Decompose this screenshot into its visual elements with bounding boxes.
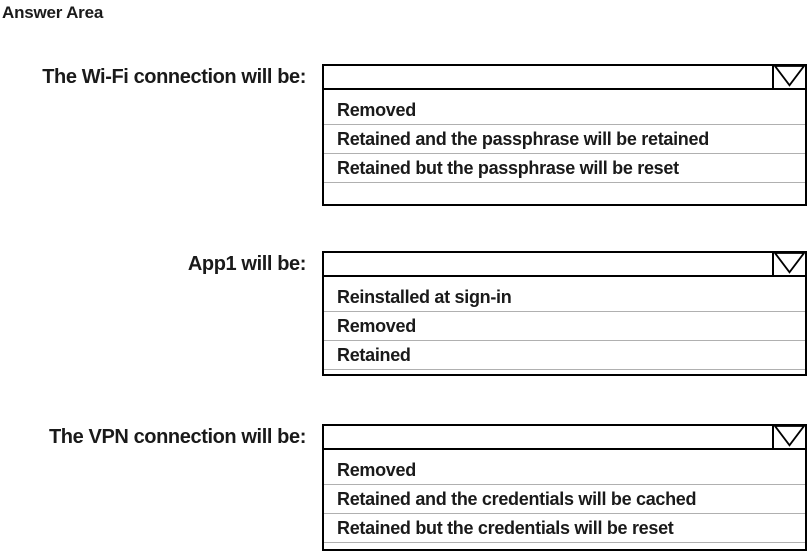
dropdown-option[interactable]: Removed bbox=[324, 450, 805, 485]
dropdown-arrow-button[interactable] bbox=[772, 66, 805, 88]
dropdown-label: App1 will be: bbox=[187, 253, 307, 275]
dropdown-label: The Wi-Fi connection will be: bbox=[42, 66, 306, 88]
dropdown-option[interactable]: Retained bbox=[324, 341, 805, 370]
dropdown-option[interactable]: Retained but the credentials will be res… bbox=[324, 514, 805, 543]
dropdown-selected-value bbox=[324, 426, 772, 448]
dropdown-select[interactable] bbox=[322, 251, 807, 277]
dropdown-selected-value bbox=[324, 253, 772, 275]
dropdown-label: The VPN connection will be: bbox=[48, 426, 306, 448]
dropdown-arrow-button[interactable] bbox=[772, 253, 805, 275]
options-list-filler bbox=[324, 370, 805, 374]
dropdown-select[interactable] bbox=[322, 64, 807, 90]
options-list-filler bbox=[324, 543, 805, 549]
dropdown-arrow-button[interactable] bbox=[772, 426, 805, 448]
dropdown-select[interactable] bbox=[322, 424, 807, 450]
chevron-down-icon bbox=[774, 426, 805, 447]
dropdown-selected-value bbox=[324, 66, 772, 88]
chevron-down-icon bbox=[774, 66, 805, 87]
dropdown-option[interactable]: Reinstalled at sign-in bbox=[324, 277, 805, 312]
dropdown-option[interactable]: Removed bbox=[324, 312, 805, 341]
dropdown-option[interactable]: Retained but the passphrase will be rese… bbox=[324, 154, 805, 183]
answer-area-title: Answer Area bbox=[2, 3, 104, 22]
dropdown-option[interactable]: Retained and the credentials will be cac… bbox=[324, 485, 805, 514]
dropdown-option[interactable]: Retained and the passphrase will be reta… bbox=[324, 125, 805, 154]
dropdown-option[interactable]: Removed bbox=[324, 90, 805, 125]
chevron-down-icon bbox=[774, 253, 805, 274]
options-list-filler bbox=[324, 183, 805, 204]
